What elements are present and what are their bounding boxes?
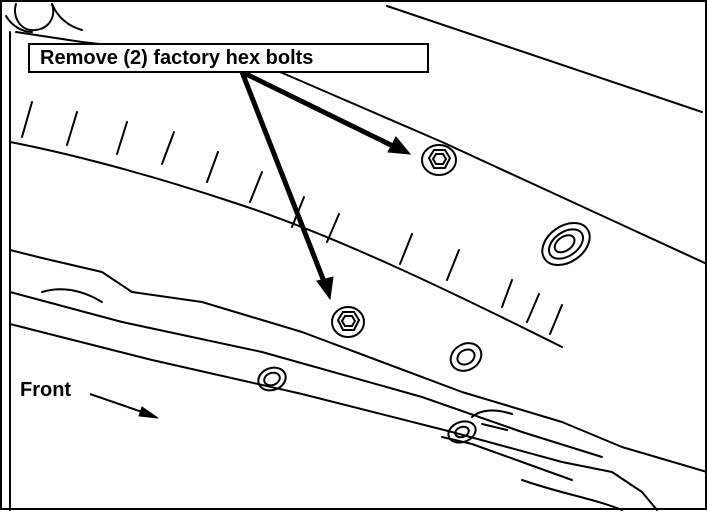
callout-arrows [239, 69, 412, 301]
frame-main-line [9, 141, 563, 348]
front-direction-label: Front [20, 379, 72, 401]
callout-label: Remove (2) factory hex bolts [28, 43, 429, 73]
frame-upper-diagonal [256, 61, 707, 265]
hex-bolt-icon [331, 306, 365, 338]
small-washer-hole-left [257, 366, 287, 392]
hex-bolt-icon [421, 144, 457, 176]
frame-lower-outline-1 [9, 249, 707, 473]
small-washer-hole-right [449, 342, 483, 372]
large-washer-hole [541, 222, 591, 266]
frame-lower-outline-3 [9, 323, 658, 511]
frame-lower-outline-2 [9, 291, 603, 458]
small-washer-hole-bottom [447, 420, 477, 444]
frame-top-edge [386, 5, 703, 113]
tick-marks [21, 101, 563, 335]
top-round-feature [14, 3, 55, 32]
direction-arrow-icon [89, 393, 159, 419]
